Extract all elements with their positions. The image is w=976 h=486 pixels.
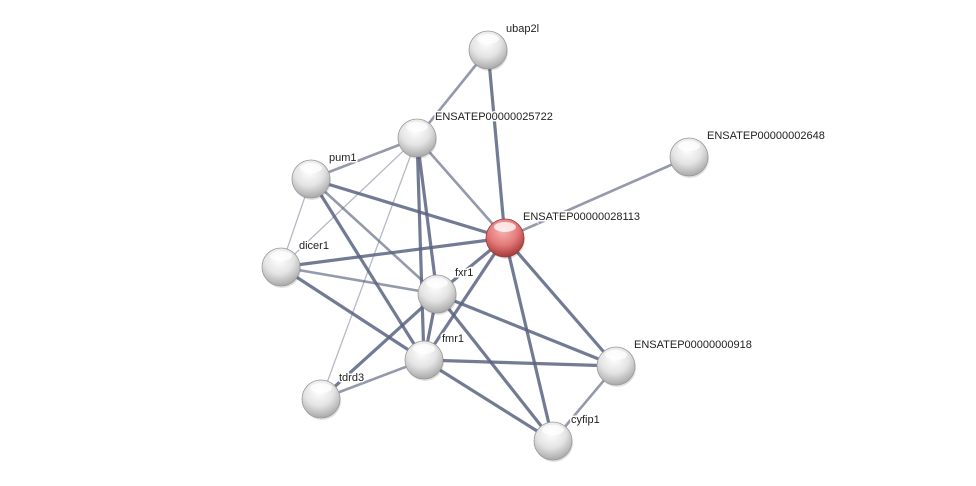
- edges-layer: [280, 49, 690, 443]
- edge-p25722-tdrd3[interactable]: [320, 137, 418, 400]
- node-tdrd3[interactable]: tdrd3: [301, 371, 366, 420]
- edge-dicer1-fmr1[interactable]: [280, 265, 425, 362]
- edge-p28113-cyfip1[interactable]: [503, 237, 555, 442]
- edge-ubap2l-p28113[interactable]: [486, 49, 507, 239]
- node-label: fmr1: [442, 333, 464, 345]
- edge-pum1-p28113[interactable]: [310, 177, 506, 240]
- node-label: dicer1: [299, 240, 329, 252]
- node-ubap2l[interactable]: ubap2l: [468, 22, 541, 71]
- nodes-layer: ubap2lENSATEP00000025722ENSATEP000000026…: [261, 22, 826, 462]
- node-highlight: [678, 141, 700, 151]
- node-highlight: [542, 425, 564, 435]
- node-label: pum1: [329, 152, 357, 164]
- node-fmr1[interactable]: fmr1: [404, 332, 466, 381]
- node-label: cyfip1: [571, 414, 600, 426]
- node-label: ENSATEP00000028113: [523, 211, 640, 223]
- node-highlight: [300, 163, 322, 173]
- edge-p28113-fmr1[interactable]: [422, 237, 507, 361]
- edge-pum1-fxr1[interactable]: [310, 178, 438, 295]
- node-p2648[interactable]: ENSATEP00000002648: [669, 129, 826, 178]
- edge-p25722-dicer1[interactable]: [280, 137, 418, 268]
- edge-pum1-fmr1[interactable]: [309, 178, 426, 361]
- edge-fxr1-p918[interactable]: [436, 292, 617, 368]
- edge-p28113-p918[interactable]: [503, 236, 618, 368]
- node-label: ENSATEP00000025722: [435, 111, 553, 123]
- node-label: ubap2l: [506, 23, 539, 35]
- node-pum1[interactable]: pum1: [291, 151, 358, 200]
- node-highlight: [406, 122, 428, 132]
- edge-fmr1-p918[interactable]: [423, 358, 617, 368]
- node-label: ENSATEP00000002648: [707, 130, 825, 142]
- node-label: fxr1: [455, 267, 473, 279]
- node-cyfip1[interactable]: cyfip1: [533, 413, 601, 462]
- node-fxr1[interactable]: fxr1: [417, 266, 475, 315]
- node-highlight: [494, 222, 516, 232]
- node-label: ENSATEP00000000918: [634, 339, 752, 351]
- node-p28113[interactable]: ENSATEP00000028113: [485, 210, 642, 259]
- node-label: tdrd3: [339, 372, 364, 384]
- node-dicer1[interactable]: dicer1: [261, 239, 330, 288]
- node-highlight: [413, 344, 435, 354]
- edge-p25722-p28113[interactable]: [416, 137, 506, 239]
- node-highlight: [310, 383, 332, 393]
- node-p918[interactable]: ENSATEP00000000918: [596, 338, 753, 387]
- node-highlight: [477, 34, 499, 44]
- edge-p25722-fxr1[interactable]: [415, 137, 439, 295]
- edge-dicer1-fxr1[interactable]: [280, 265, 438, 296]
- edge-fxr1-cyfip1[interactable]: [435, 293, 555, 442]
- node-highlight: [426, 278, 448, 288]
- edge-fmr1-cyfip1[interactable]: [423, 358, 554, 443]
- node-highlight: [605, 350, 627, 360]
- node-p25722[interactable]: ENSATEP00000025722: [397, 110, 554, 159]
- edge-fxr1-tdrd3[interactable]: [319, 292, 439, 401]
- edge-dicer1-p28113[interactable]: [280, 236, 506, 269]
- edge-p2648-p28113[interactable]: [504, 155, 690, 240]
- node-highlight: [270, 251, 292, 261]
